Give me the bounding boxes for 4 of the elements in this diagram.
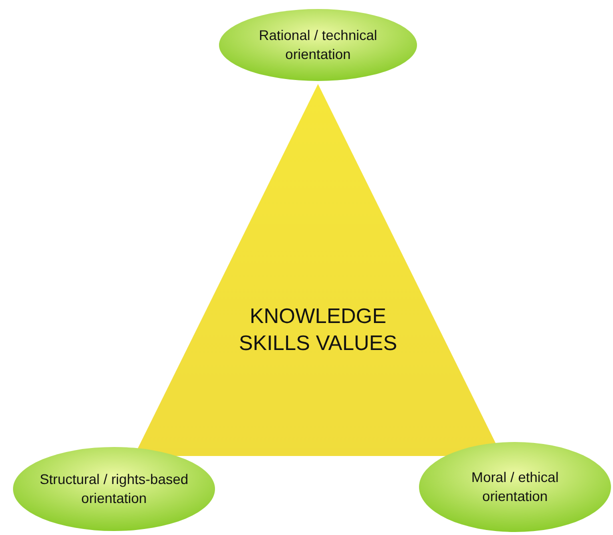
ellipse-label: Structural / rights-based orientation	[38, 470, 190, 508]
ellipse-label: Rational / technical orientation	[258, 26, 378, 64]
ellipse-label: Moral / ethical orientation	[470, 468, 560, 506]
center-label: KNOWLEDGE SKILLS VALUES	[238, 304, 398, 357]
